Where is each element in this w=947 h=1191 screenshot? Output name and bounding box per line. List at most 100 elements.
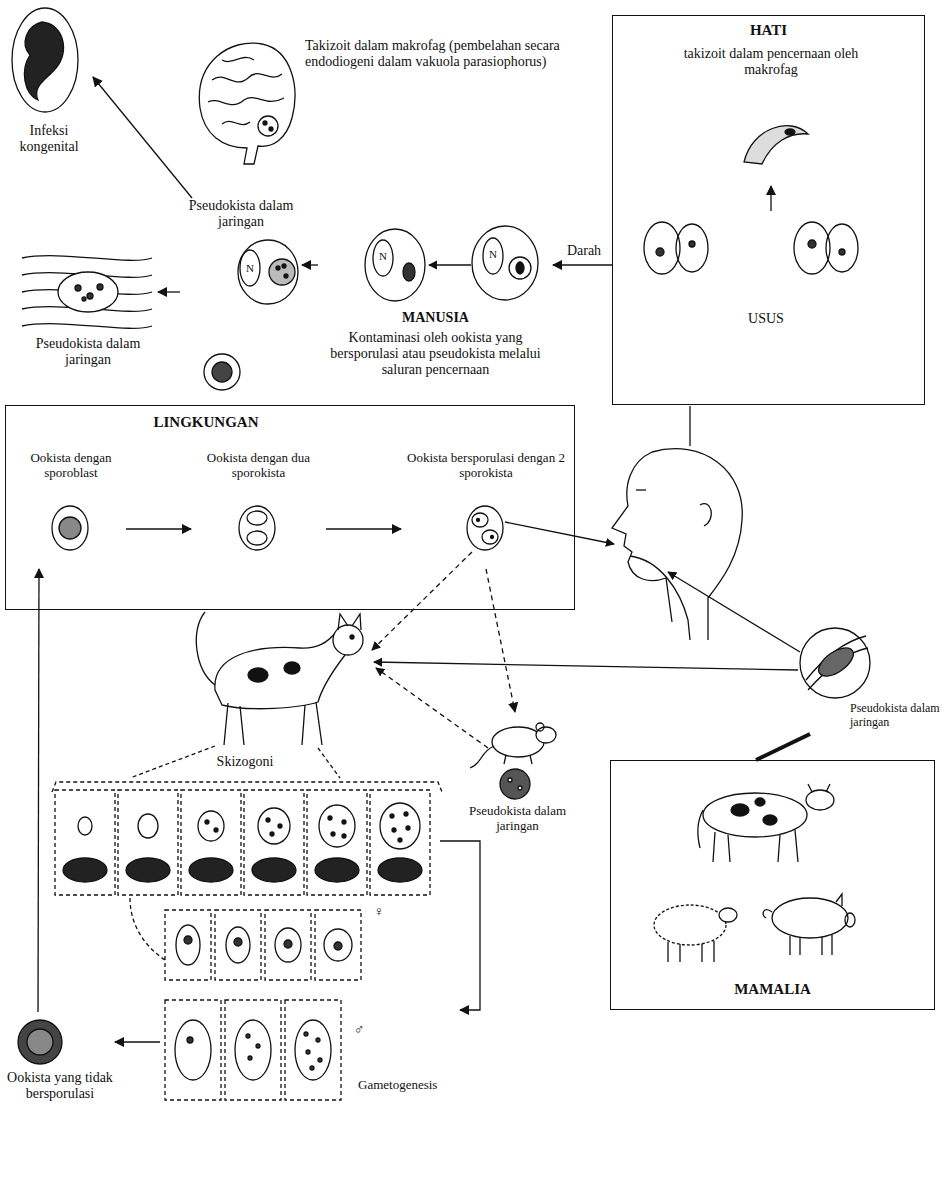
gametogenesis-cells (315, 910, 361, 980)
fetus-node: Infeksi kongenital (5, 5, 93, 170)
schizont-figure (266, 818, 270, 822)
oocyst-figure (491, 536, 494, 539)
mouse-figure (492, 727, 544, 757)
mouse-figure (470, 746, 532, 768)
gametogenesis-band: Gametogenesis (160, 902, 460, 1107)
cow-figure (806, 790, 834, 810)
schizont-figure (378, 858, 422, 882)
sheep-figure (719, 908, 737, 922)
node-label: HATI (613, 22, 924, 39)
intestinal-cells (826, 224, 858, 272)
unsporulated-oocyst (18, 1020, 62, 1064)
oocyst-stage: Ookista bersporulasi dengan 2 sporokista (401, 451, 571, 569)
node-label: Gametogenesis (358, 1078, 458, 1093)
human-head-figure (612, 452, 672, 622)
node-label: Infeksi kongenital (5, 123, 93, 155)
intestinal-cells (644, 222, 680, 274)
pig-figure (763, 910, 772, 918)
host-cell-pseudocyst (269, 259, 295, 285)
muscle-pseudocyst-right (814, 642, 858, 681)
macrophage-cell (516, 262, 524, 274)
host-node: MANUSIAKontaminasi oleh ookista yang ber… (318, 222, 553, 397)
mouse-figure (470, 723, 556, 799)
mammal-box: MAMALIA (610, 760, 935, 1010)
schizont-figure (214, 828, 218, 832)
mouse-figure (508, 778, 512, 782)
flow-arrow (93, 77, 192, 198)
node-label: Kontaminasi oleh ookista yang bersporula… (318, 330, 553, 378)
cow-figure (808, 784, 830, 792)
muscle-pseudocyst-left (97, 284, 103, 290)
unsporulated-oocyst (18, 1020, 62, 1064)
gamete-figure (226, 927, 250, 963)
muscle-pseudocyst-right (806, 636, 868, 690)
brain-figure (258, 116, 278, 136)
oocyst-figure (472, 513, 488, 527)
intestinal-cells (808, 240, 816, 248)
gamete-figure (324, 929, 352, 961)
oocyst-figure (52, 506, 503, 550)
schizogony-cells (130, 898, 165, 960)
muscle-pseudocyst-left (58, 272, 118, 312)
oocyst-figure (467, 506, 503, 550)
macrophage-cell (429, 264, 471, 265)
host-cell-pseudocyst (276, 266, 280, 270)
schizont-figure (342, 834, 346, 838)
cow-figure (755, 798, 765, 806)
node-label: Ookista dengan sporoblast (16, 451, 126, 481)
sex-symbol: ♀ (370, 904, 388, 920)
gametogenesis-cells (165, 910, 211, 980)
intestinal-cells (676, 224, 708, 272)
macrophage-cell (365, 226, 538, 301)
cat-figure (284, 662, 300, 674)
gametogenesis-cells (285, 1000, 341, 1100)
mouse-figure (536, 727, 556, 743)
schizont-figure (331, 832, 335, 836)
intestinal-cells (689, 241, 695, 247)
small-tissue-cyst (204, 354, 240, 390)
pseudocyst-node: Pseudokista dalam jaringan (180, 198, 302, 306)
muscle-pseudocyst-right (800, 628, 870, 698)
human-head-figure (630, 556, 690, 640)
nucleus-mark: N (486, 248, 500, 261)
fetus-figure (24, 22, 63, 100)
schizont-figure (205, 820, 209, 824)
host-cell-pseudocyst (282, 264, 286, 268)
cat-figure (248, 668, 268, 682)
gamete-figure (234, 938, 242, 946)
schizont-figure (278, 824, 282, 828)
node-label: Pseudokista dalam jaringan (18, 336, 158, 368)
brain-figure (269, 127, 273, 131)
intestine-node: USUS (631, 211, 901, 341)
human-head-figure (689, 406, 690, 446)
node-label: Pseudokista dalam jaringan (180, 198, 302, 230)
gamete-figure (246, 1034, 250, 1038)
schizont-figure (404, 812, 408, 816)
cow-figure (713, 830, 798, 862)
gamete-figure (318, 1058, 322, 1062)
human-head-figure (652, 449, 742, 640)
muscle-pseudocyst-left (22, 256, 152, 329)
schizogony-band: Skizogoni (50, 754, 440, 899)
brain-figure (263, 121, 267, 125)
muscle-pseudocyst-left (75, 285, 81, 291)
node-label: Ookista yang tidak bersporulasi (5, 1070, 115, 1102)
gamete-figure (334, 942, 342, 950)
schizont-figure (270, 832, 274, 836)
flow-arrow (553, 264, 612, 265)
node-label: Pseudokista dalam jaringan (455, 804, 580, 834)
gametogenesis-cells (265, 910, 311, 980)
schizogony-cells (118, 790, 178, 895)
oocyst-figure (477, 519, 480, 522)
liver-cell (744, 126, 808, 164)
muscle-pseudocyst-left (82, 297, 86, 301)
node-label: Ookista dengan dua sporokista (191, 451, 326, 481)
schizont-figure (398, 838, 402, 842)
infection-arrow (374, 662, 798, 670)
gamete-figure (295, 1020, 331, 1080)
macrophage-cell (373, 240, 393, 276)
schizont-figure (342, 820, 346, 824)
small-tissue-cyst (212, 362, 232, 382)
cow-figure (698, 784, 834, 862)
cat-figure (338, 614, 361, 630)
